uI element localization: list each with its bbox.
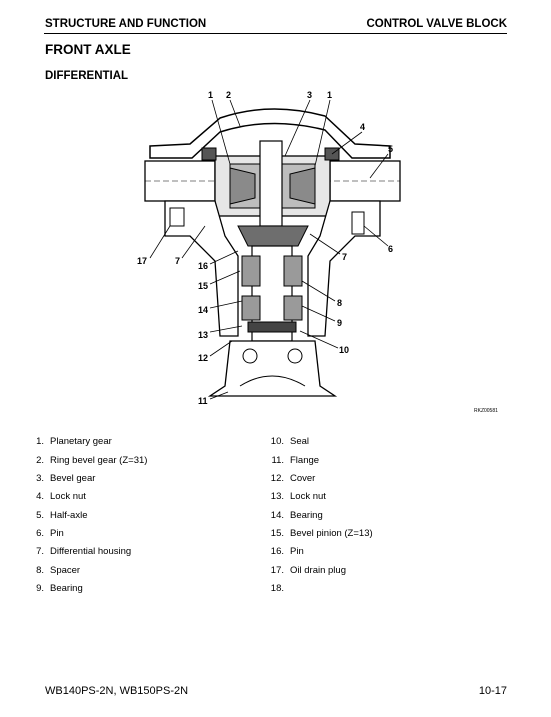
callout-label: 12 bbox=[198, 353, 208, 363]
page-subtitle: DIFFERENTIAL bbox=[45, 70, 129, 82]
housing-top-outline bbox=[149, 108, 391, 159]
housing-lower-left bbox=[164, 200, 239, 337]
callout-label: 16 bbox=[198, 261, 208, 271]
callout-label: 2 bbox=[226, 90, 231, 100]
callout-label: 11 bbox=[198, 396, 208, 406]
legend-item: 1.Planetary gear bbox=[36, 436, 112, 447]
legend-item: 16.Pin bbox=[270, 546, 304, 557]
page-title: FRONT AXLE bbox=[45, 42, 131, 57]
legend-item: 15.Bevel pinion (Z=13) bbox=[270, 528, 373, 539]
footer-page-number: 10-17 bbox=[478, 685, 507, 697]
legend-item: 6.Pin bbox=[36, 528, 64, 539]
header-section-title: STRUCTURE AND FUNCTION bbox=[45, 18, 207, 30]
half-axle-shaft bbox=[259, 140, 283, 227]
callout-label: 5 bbox=[388, 144, 393, 154]
header-chapter-title: CONTROL VALVE BLOCK bbox=[366, 18, 507, 30]
legend-item: 8.Spacer bbox=[36, 565, 81, 576]
legend-item: 18. bbox=[270, 583, 284, 594]
figure-code: RKZ00581 bbox=[474, 408, 498, 414]
housing-lower-right bbox=[307, 200, 381, 337]
legend-item: 4.Lock nut bbox=[36, 491, 86, 502]
legend-item: 10.Seal bbox=[270, 436, 310, 447]
bevel-gear-left bbox=[229, 167, 256, 205]
legend-item: 13.Lock nut bbox=[270, 491, 326, 502]
callout-label: 14 bbox=[198, 305, 208, 315]
callout-label: 1 bbox=[327, 90, 332, 100]
footer-model: WB140PS-2N, WB150PS-2N bbox=[45, 685, 189, 697]
callout-label: 8 bbox=[337, 298, 342, 308]
legend-item: 2.Ring bevel gear (Z=31) bbox=[36, 455, 148, 466]
callout-label: 13 bbox=[198, 330, 208, 340]
legend-item: 11.Flange bbox=[271, 455, 320, 466]
callout-label: 9 bbox=[337, 318, 342, 328]
ring-bevel-gear bbox=[237, 225, 309, 247]
callout-label: 3 bbox=[307, 90, 312, 100]
callout-label: 4 bbox=[360, 122, 365, 132]
callout-label: 10 bbox=[339, 345, 349, 355]
callout-label: 6 bbox=[388, 244, 393, 254]
callout-label: 1 bbox=[208, 90, 213, 100]
legend-item: 9.Bearing bbox=[36, 583, 83, 594]
legend-item: 3.Bevel gear bbox=[36, 473, 96, 484]
bevel-gear-right bbox=[289, 167, 316, 205]
differential-cross-section-drawing: 1 2 3 1 4 5 6 7 8 9 10 11 12 13 14 15 16… bbox=[137, 90, 401, 406]
callout-label: 15 bbox=[198, 281, 208, 291]
legend-item: 14.Bearing bbox=[270, 510, 323, 521]
legend-item: 5.Half-axle bbox=[36, 510, 88, 521]
flange bbox=[207, 340, 338, 397]
legend-item: 12.Cover bbox=[270, 473, 316, 484]
callout-label: 7 bbox=[342, 252, 347, 262]
legend-item: 7.Differential housing bbox=[36, 546, 132, 557]
legend-item: 17.Oil drain plug bbox=[270, 565, 346, 576]
header-divider bbox=[44, 33, 507, 34]
callout-label: 17 bbox=[137, 256, 147, 266]
callout-label: 7 bbox=[175, 256, 180, 266]
